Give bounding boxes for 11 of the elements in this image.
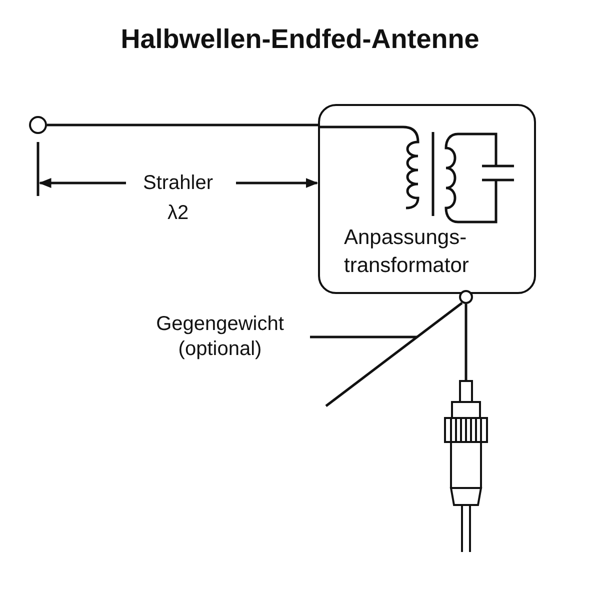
terminal-circle [29, 116, 47, 134]
terminal-circle [459, 290, 473, 304]
transformer-box [318, 104, 536, 294]
coax-connector-drawing [443, 380, 489, 552]
antenna-wire [47, 124, 318, 126]
callout-text: Gegengewicht (optional) [130, 312, 310, 362]
coax-cable [464, 304, 468, 380]
leader-line [310, 336, 418, 338]
box-label: Anpassungs- transformator [344, 225, 470, 279]
diagram-title: Halbwellen-Endfed-Antenne [120, 24, 480, 55]
counterpoise-wire [326, 303, 462, 406]
